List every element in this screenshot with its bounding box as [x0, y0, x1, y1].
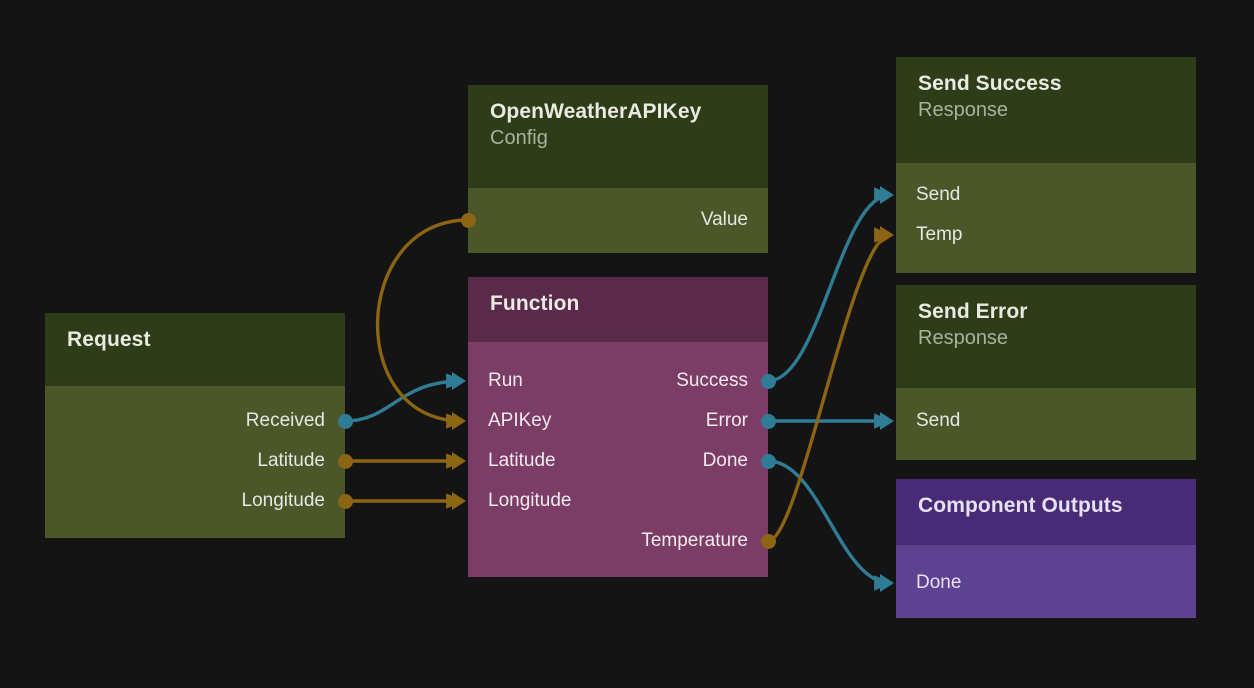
edge-done-to-component-done[interactable] — [767, 459, 892, 591]
port-row-input[interactable]: Send — [896, 409, 1196, 433]
port-label: Longitude — [241, 490, 325, 511]
port-row-output[interactable]: Value — [468, 208, 768, 232]
port-label: APIKey — [488, 410, 552, 431]
edge-value-to-apikey[interactable] — [375, 218, 469, 429]
port-arrow-icon[interactable] — [452, 372, 466, 390]
port-label: Received — [245, 410, 325, 431]
port-row-output[interactable]: Done — [468, 449, 768, 473]
port-dot-icon[interactable] — [337, 493, 353, 509]
edge-success-to-send-success[interactable] — [767, 187, 892, 383]
node-title: Function — [490, 292, 580, 315]
port-row-input[interactable]: Latitude — [468, 449, 768, 473]
port-row-input[interactable]: Run — [468, 369, 768, 393]
port-arrow-icon[interactable] — [880, 574, 894, 592]
port-arrow-icon[interactable] — [880, 412, 894, 430]
node-body-function — [468, 342, 768, 577]
node-body-component-outputs — [896, 545, 1196, 618]
port-label: Value — [700, 209, 748, 230]
port-row-output[interactable]: Temperature — [468, 529, 768, 553]
port-label: Longitude — [488, 490, 572, 511]
port-label: Done — [916, 572, 962, 593]
edge-received-to-run[interactable] — [344, 373, 464, 423]
node-subtitle: Config — [490, 127, 548, 149]
port-arrow-icon[interactable] — [452, 412, 466, 430]
port-dot-icon[interactable] — [760, 533, 776, 549]
node-title: Component Outputs — [918, 494, 1123, 517]
port-row-input[interactable]: Longitude — [468, 489, 768, 513]
port-label: Latitude — [257, 450, 325, 471]
port-dot-icon[interactable] — [760, 413, 776, 429]
port-dot-icon[interactable] — [337, 453, 353, 469]
port-row-output[interactable]: Error — [468, 409, 768, 433]
port-label: Temperature — [641, 530, 748, 551]
node-body-send-error — [896, 388, 1196, 460]
port-row-output[interactable]: Received — [45, 409, 345, 433]
port-label: Send — [916, 410, 961, 431]
port-label: Success — [676, 370, 748, 391]
node-subtitle: Response — [918, 327, 1009, 349]
node-header-component-outputs[interactable]: Component Outputs — [896, 479, 1196, 545]
port-row-input[interactable]: APIKey — [468, 409, 768, 433]
port-dot-icon[interactable] — [460, 212, 476, 228]
port-row-input[interactable]: Done — [896, 571, 1196, 595]
edge-temperature-to-temp[interactable] — [767, 227, 892, 543]
node-body-send-success — [896, 163, 1196, 273]
port-row-output[interactable]: Latitude — [45, 449, 345, 473]
port-dot-icon[interactable] — [760, 373, 776, 389]
port-arrow-icon[interactable] — [880, 226, 894, 244]
node-header-function[interactable]: Function — [468, 277, 768, 342]
node-title: OpenWeatherAPIKey — [490, 100, 702, 123]
node-body-openweather-api-key — [468, 188, 768, 253]
port-row-output[interactable]: Success — [468, 369, 768, 393]
port-label: Latitude — [488, 450, 556, 471]
port-label: Run — [488, 370, 523, 391]
port-arrow-icon[interactable] — [452, 452, 466, 470]
port-label: Error — [705, 410, 748, 431]
port-label: Send — [916, 184, 961, 205]
port-label: Temp — [916, 224, 963, 245]
port-arrow-icon[interactable] — [452, 492, 466, 510]
port-arrow-icon[interactable] — [880, 186, 894, 204]
port-dot-icon[interactable] — [337, 413, 353, 429]
node-title: Send Error — [918, 300, 1028, 323]
port-dot-icon[interactable] — [760, 453, 776, 469]
node-title: Send Success — [918, 72, 1062, 95]
node-header-request[interactable]: Request — [45, 313, 345, 386]
node-body-request — [45, 386, 345, 538]
port-row-output[interactable]: Longitude — [45, 489, 345, 513]
node-subtitle: Response — [918, 99, 1009, 121]
port-label: Done — [702, 450, 748, 471]
port-row-input[interactable]: Temp — [896, 223, 1196, 247]
node-title: Request — [67, 328, 151, 351]
port-row-input[interactable]: Send — [896, 183, 1196, 207]
